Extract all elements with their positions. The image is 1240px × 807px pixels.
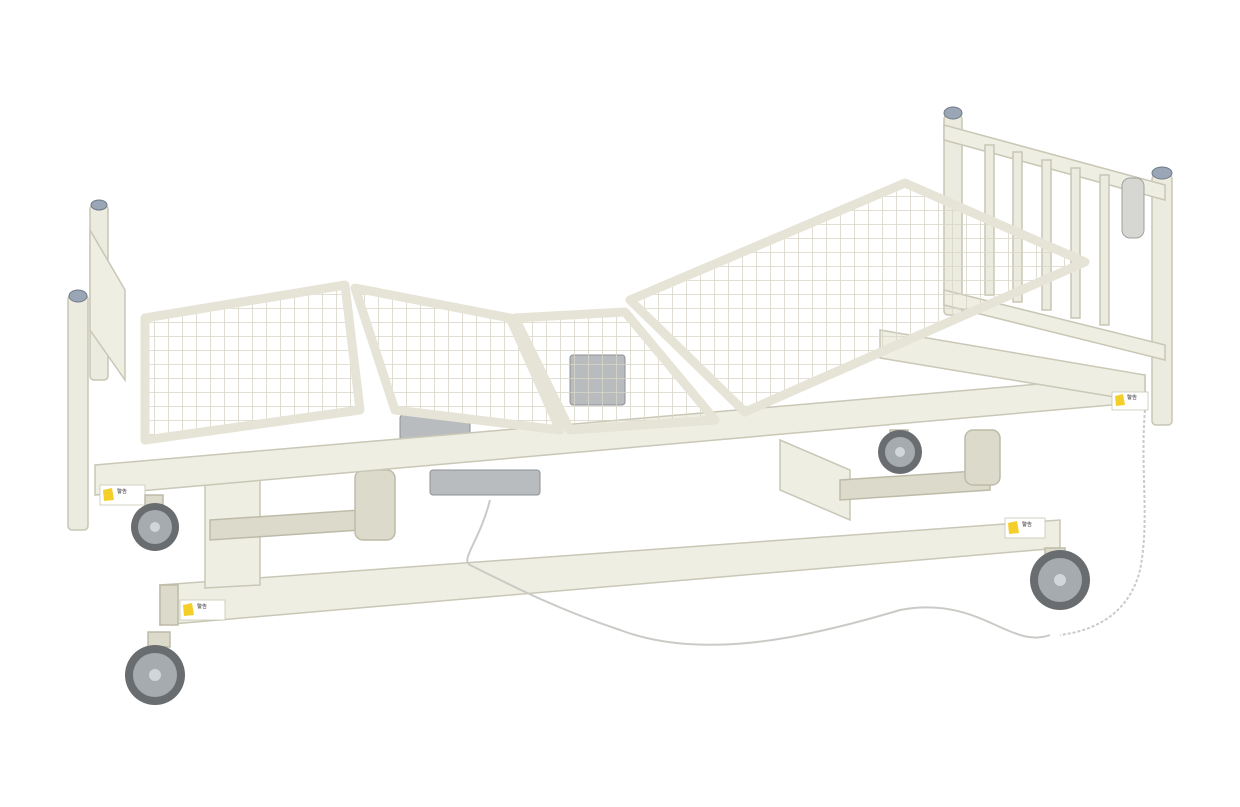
warning-label-3: 警告 <box>1004 517 1046 539</box>
power-cord <box>466 409 1146 646</box>
hand-remote-icon <box>1121 177 1145 239</box>
warning-label-2: 警告 <box>179 599 226 621</box>
svg-text:警告: 警告 <box>117 488 127 495</box>
svg-text:警告: 警告 <box>197 603 207 610</box>
caster-rear-right <box>878 429 922 474</box>
caster-front-right <box>1030 547 1090 610</box>
scissor-lift <box>209 429 1001 541</box>
svg-text:警告: 警告 <box>1127 394 1137 401</box>
footboard <box>67 199 126 531</box>
warning-label-1: 警告 <box>99 484 146 506</box>
mesh-deck <box>140 178 1090 445</box>
lower-base-frame <box>159 438 1061 626</box>
svg-text:警告: 警告 <box>1022 521 1032 528</box>
headboard <box>943 106 1173 426</box>
caster-rear-left <box>131 494 179 551</box>
warning-label-4: 警告 <box>1111 391 1149 411</box>
caster-front-left <box>125 631 185 705</box>
